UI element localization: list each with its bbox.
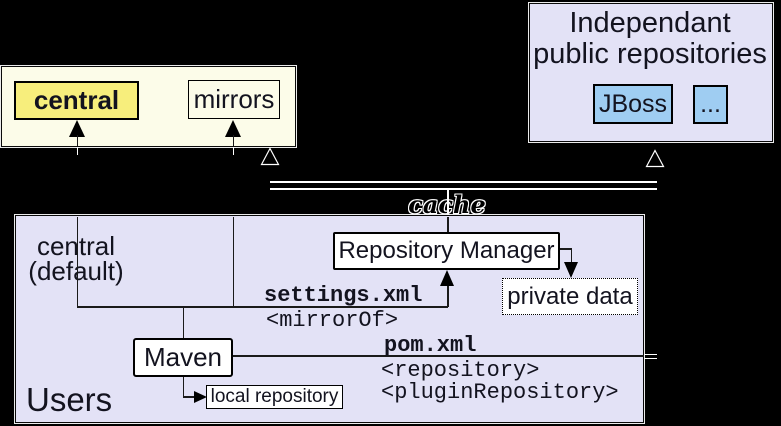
maven-node: Maven [133, 338, 233, 377]
maven-elbow-v [182, 377, 184, 397]
pom-line [233, 355, 644, 357]
arrow-to-local-repo-icon [194, 390, 207, 403]
maven-label: Maven [143, 342, 223, 372]
pom-line-stub-bottom [644, 357, 657, 359]
manager-elbow-h [560, 248, 572, 250]
arrow-to-mirrors-icon [225, 120, 241, 137]
cache-line-top [270, 181, 657, 183]
independent-repos-title: Independant public repositories [529, 8, 771, 70]
independent-title-line1: Independant [569, 7, 731, 39]
local-repository-node: local repository [206, 385, 343, 409]
repository-manager-label: Repository Manager [338, 237, 555, 264]
cache-to-manager-line [447, 217, 449, 232]
plugin-repository-tag-label: <pluginRepository> [381, 380, 619, 405]
arrow-to-repo-manager-icon [440, 270, 454, 286]
arrow-to-central-icon [69, 120, 85, 137]
local-repository-label: local repository [210, 386, 339, 407]
central-default-label: central (default) [22, 233, 130, 284]
other-repos-node: ... [693, 85, 728, 124]
central-repo-label: central [33, 85, 120, 115]
mirrors-line-stub [232, 147, 234, 155]
private-data-node: private data [502, 278, 638, 315]
mirrors-connector-line [232, 217, 234, 307]
independent-title-line2: public repositories [533, 38, 767, 70]
private-data-label: private data [507, 282, 633, 310]
users-panel-label: Users [26, 381, 113, 418]
jboss-repo-node: JBoss [593, 84, 673, 124]
settings-bus-line [77, 306, 448, 308]
central-connector-line [76, 217, 78, 307]
hollow-triangle-left-icon [260, 147, 280, 166]
central-repo-node: central [14, 81, 139, 120]
cache-line-bottom [270, 188, 657, 190]
cache-drop-line [447, 190, 449, 217]
mirrors-repo-label: mirrors [193, 84, 275, 114]
pom-line-stub-top [644, 353, 657, 355]
pom-xml-label: pom.xml [384, 333, 477, 358]
central-default-line2: (default) [22, 258, 130, 284]
mirror-of-label: <mirrorOf> [266, 308, 399, 333]
central-arrow-stem [76, 135, 78, 146]
mirrors-arrow-stem [232, 135, 234, 146]
central-line-stub [76, 147, 78, 155]
arrow-to-private-data-icon [564, 262, 578, 278]
jboss-repo-label: JBoss [598, 89, 668, 118]
central-default-line1: central [22, 233, 130, 259]
repository-tag-label: <repository> [381, 358, 540, 383]
mirrors-repo-node: mirrors [188, 80, 280, 119]
settings-arrow-stem [447, 285, 449, 307]
other-repos-label: ... [700, 90, 721, 118]
hollow-triangle-right-icon [645, 149, 665, 168]
manager-elbow-v [570, 248, 572, 264]
maven-elbow-h [183, 396, 195, 398]
repository-manager-node: Repository Manager [333, 232, 560, 270]
maven-drop-line [182, 307, 184, 338]
settings-xml-label: settings.xml [264, 283, 423, 308]
